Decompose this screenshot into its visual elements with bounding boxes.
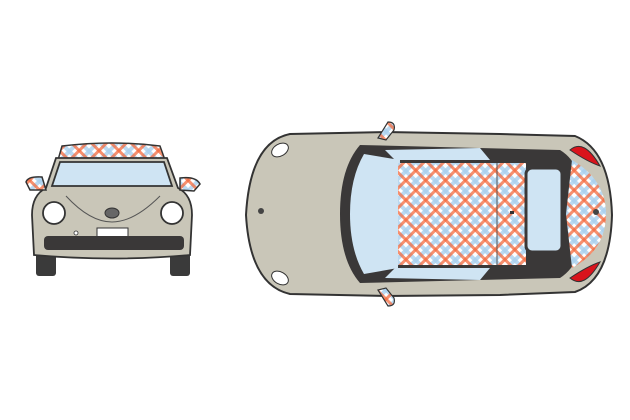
left-side-window <box>385 148 490 160</box>
right-side-window <box>385 268 490 280</box>
left-tail-light <box>569 146 602 167</box>
front-grille <box>44 236 184 250</box>
windshield <box>50 161 174 187</box>
windshield-top <box>350 154 400 274</box>
front-view <box>25 142 201 276</box>
right-mirror <box>179 176 201 192</box>
right-front-headlight <box>271 270 289 286</box>
left-mirror-top <box>377 121 395 141</box>
badge-icon <box>104 207 120 219</box>
top-view <box>244 121 614 307</box>
right-headlight <box>160 201 184 225</box>
rear-deck-plaid <box>566 160 606 268</box>
hood-badge-icon <box>258 208 264 214</box>
left-headlight <box>42 201 66 225</box>
roof-plaid <box>398 163 526 265</box>
right-mirror-top <box>377 287 395 307</box>
left-mirror <box>25 176 48 191</box>
right-tail-light <box>569 261 602 282</box>
left-front-headlight <box>271 142 289 158</box>
rear-window <box>524 166 564 254</box>
front-roof-plaid <box>57 142 167 161</box>
